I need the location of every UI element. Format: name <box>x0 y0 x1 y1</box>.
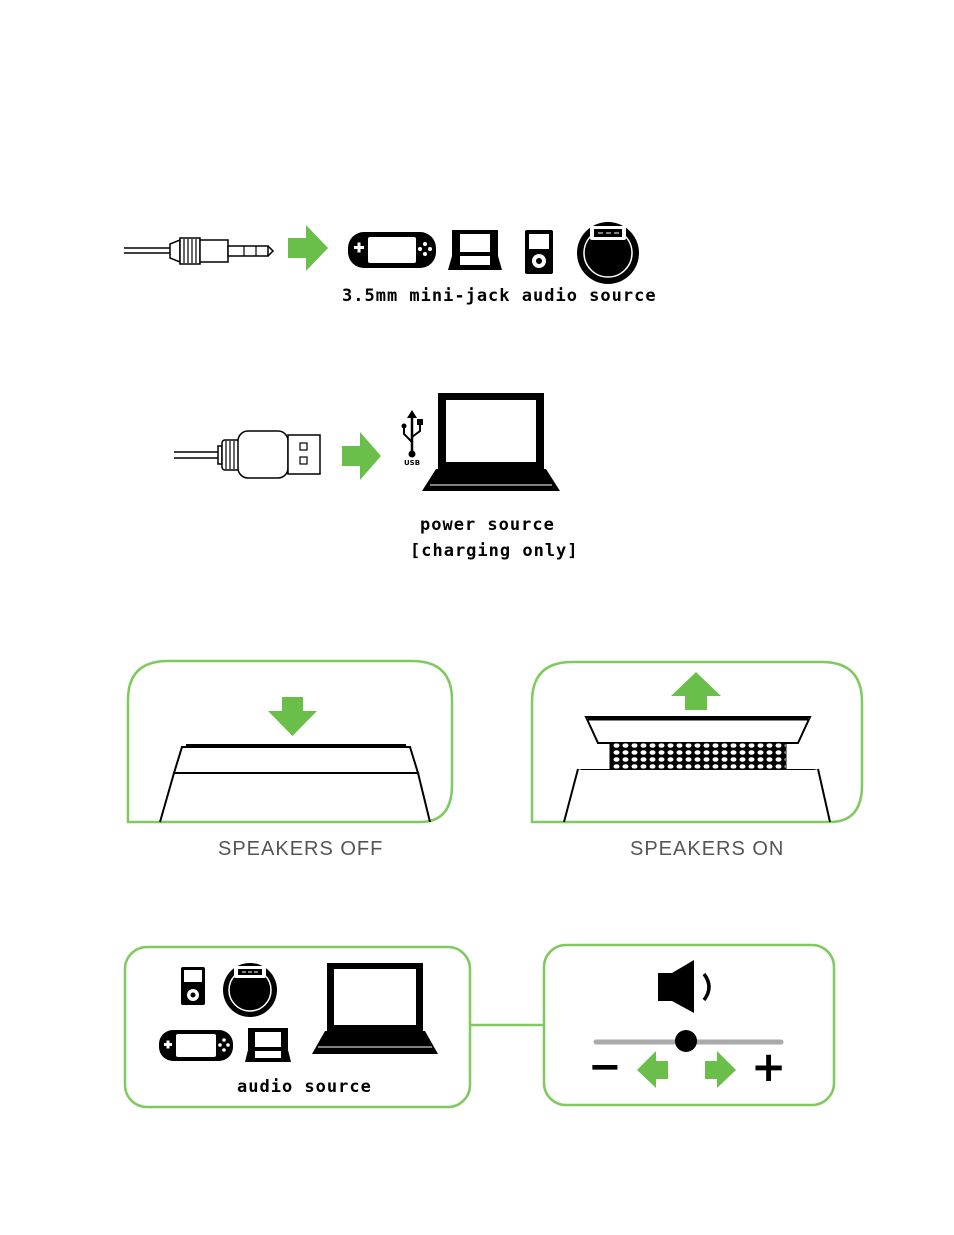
arrow-left-icon <box>637 1051 668 1088</box>
handheld-console-icon <box>159 1030 233 1061</box>
dual-screen-console-icon <box>245 1028 291 1062</box>
laptop-icon <box>312 963 438 1054</box>
volume-up-symbol[interactable]: + <box>751 1043 786 1091</box>
speaker-volume-icon <box>658 960 709 1013</box>
audio-source-label: audio source <box>237 1077 372 1097</box>
phone-icon <box>223 963 277 1017</box>
media-player-icon <box>181 967 205 1005</box>
slider-knob[interactable] <box>675 1030 697 1052</box>
arrow-right-icon <box>705 1051 736 1088</box>
volume-down-symbol[interactable]: − <box>588 1043 622 1091</box>
